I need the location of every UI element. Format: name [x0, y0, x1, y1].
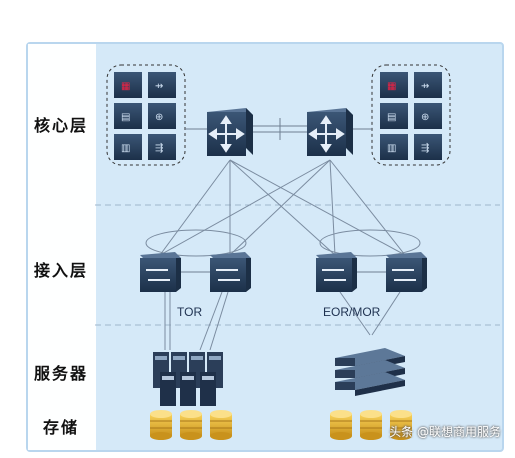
- line-card-icon: ▦ ⇸ ▤ ⊕ ▥ ⇶: [380, 72, 442, 160]
- blade-server-icon: [335, 348, 405, 396]
- svg-text:⊕: ⊕: [155, 112, 163, 123]
- watermark: 头条 @联想商用服务: [389, 425, 501, 439]
- line-card-icon: ▦ ⇸ ▤ ⊕ ▥ ⇶: [114, 72, 176, 160]
- svg-text:⊕: ⊕: [421, 112, 429, 123]
- svg-text:▤: ▤: [387, 112, 396, 123]
- svg-text:▥: ▥: [387, 143, 396, 154]
- layer-label-access: 接入层: [33, 261, 88, 280]
- svg-text:⇸: ⇸: [421, 81, 429, 92]
- server-rack-icon: [153, 352, 223, 406]
- core-cluster-right: [371, 64, 451, 166]
- svg-text:▥: ▥: [121, 143, 130, 154]
- svg-text:▤: ▤: [121, 112, 130, 123]
- access-server-links: [164, 291, 401, 351]
- tor-label: TOR: [177, 305, 203, 319]
- storage-disk-icon: [150, 409, 413, 441]
- svg-text:⇶: ⇶: [421, 142, 429, 154]
- layer-label-server: 服务器: [33, 364, 88, 383]
- router-icon: [185, 108, 372, 156]
- svg-text:▦: ▦: [121, 81, 130, 92]
- core-access-links: [145, 159, 421, 257]
- svg-text:⇶: ⇶: [155, 142, 163, 154]
- svg-text:▦: ▦: [387, 81, 396, 92]
- switch-icon: [140, 252, 427, 292]
- eor-mor-label: EOR/MOR: [323, 305, 381, 319]
- layer-label-column: [28, 44, 96, 450]
- svg-text:⇸: ⇸: [155, 81, 163, 92]
- layer-label-storage: 存储: [42, 418, 79, 437]
- core-cluster-left: [106, 64, 186, 166]
- layer-label-core: 核心层: [33, 116, 88, 135]
